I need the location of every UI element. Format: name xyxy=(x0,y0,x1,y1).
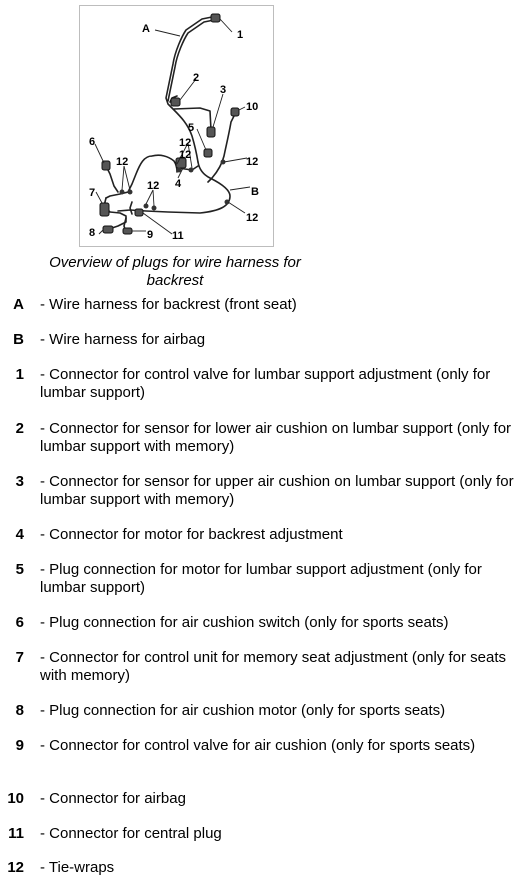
leader-3 xyxy=(212,93,224,128)
legend-key: A xyxy=(13,296,24,313)
tie-wrap xyxy=(188,167,194,173)
connector-9 xyxy=(122,227,133,235)
callout-label: 12 xyxy=(179,149,191,161)
legend-key: 11 xyxy=(8,825,24,842)
legend-key: B xyxy=(13,331,24,348)
legend-key: 7 xyxy=(15,649,24,666)
callout-label: 12 xyxy=(147,180,159,192)
leader-8 xyxy=(98,229,104,235)
legend-text: - Connector for sensor for lower air cus… xyxy=(40,420,512,455)
branch-10 xyxy=(207,113,236,183)
leader-12-a xyxy=(176,142,189,165)
legend-text: - Connector for sensor for upper air cus… xyxy=(40,473,514,508)
callout-label: 12 xyxy=(116,156,128,168)
legend-text: - Plug connection for motor for lumbar s… xyxy=(40,561,482,596)
connector-3 xyxy=(206,126,216,138)
legend-text: - Connector for control valve for lumbar… xyxy=(40,366,491,401)
callout-label: 4 xyxy=(175,178,182,190)
connector-7 xyxy=(99,202,110,217)
leader-1 xyxy=(219,18,233,33)
legend-key: 4 xyxy=(15,526,24,543)
callout-label: 12 xyxy=(246,156,258,168)
leader-7 xyxy=(95,191,103,204)
harness-a-line xyxy=(165,16,213,163)
leader-11 xyxy=(142,212,173,235)
leader-12-d xyxy=(223,157,248,163)
legend-text: - Connector for motor for backrest adjus… xyxy=(40,526,343,543)
legend-key: 10 xyxy=(7,790,24,807)
legend-key: 9 xyxy=(15,737,24,754)
callout-label: 7 xyxy=(89,187,95,199)
leader-12-b xyxy=(187,142,193,169)
harness-a-line-dup xyxy=(167,19,215,102)
tie-wrap xyxy=(127,189,133,195)
tie-wrap xyxy=(119,189,125,195)
connector-1 xyxy=(210,13,221,23)
legend-text: - Plug connection for air cushion switch… xyxy=(40,614,449,631)
legend-text: - Connector for control unit for memory … xyxy=(40,649,507,684)
legend-key: 2 xyxy=(15,420,24,437)
middle-bundle xyxy=(117,161,231,214)
callout-label: 10 xyxy=(246,101,258,113)
callout-label: 2 xyxy=(193,72,199,84)
leader-2 xyxy=(179,78,197,101)
legend-text: - Connector for central plug xyxy=(40,825,222,842)
legend-key: 12 xyxy=(7,859,24,876)
legend-key: 8 xyxy=(15,702,24,719)
harness-drawing: A 1 2 3 10 5 12 12 4 6 12 12 B 7 12 8 9 … xyxy=(89,13,259,242)
legend-key: 5 xyxy=(15,561,24,578)
callout-label: 9 xyxy=(147,229,153,241)
legend-text: - Tie-wraps xyxy=(40,859,115,876)
leader-10 xyxy=(238,106,246,111)
leader-12-f xyxy=(227,201,246,214)
leader-4 xyxy=(177,167,184,179)
leader-12-e2 xyxy=(152,189,155,207)
callout-label: 8 xyxy=(89,227,95,239)
legend-key: 6 xyxy=(15,614,24,631)
tie-wrap xyxy=(224,199,230,205)
wire-harness-diagram: A 1 2 3 10 5 12 12 4 6 12 12 B 7 12 8 9 … xyxy=(79,5,274,247)
connector-10 xyxy=(230,107,240,117)
leader-6 xyxy=(94,143,105,164)
connector-2 xyxy=(170,97,181,107)
legend-text: - Wire harness for airbag xyxy=(40,331,206,348)
leader-12-e xyxy=(145,189,154,205)
callout-label: B xyxy=(251,186,259,198)
figure-caption: Overview of plugs for wire harness for b… xyxy=(49,254,301,289)
legend-text: - Connector for control valve for air cu… xyxy=(40,737,476,754)
connector-6 xyxy=(101,160,111,171)
callout-label: 11 xyxy=(172,230,184,242)
legend-key: 1 xyxy=(15,366,24,383)
legend-text: - Plug connection for air cushion motor … xyxy=(40,702,446,719)
connector-5 xyxy=(203,148,213,158)
connector-8 xyxy=(102,225,114,234)
tie-wrap xyxy=(143,203,149,209)
legend-key: 3 xyxy=(15,473,24,490)
legend-text: - Wire harness for backrest (front seat) xyxy=(40,296,297,313)
legend-text: - Connector for airbag xyxy=(40,790,186,807)
tie-wrap xyxy=(220,159,226,165)
callout-label: 5 xyxy=(188,122,194,134)
leader-12-c xyxy=(121,165,125,191)
callout-label: 1 xyxy=(237,29,243,41)
callout-label: 12 xyxy=(179,137,191,149)
leader-a xyxy=(154,29,181,37)
branch-3 xyxy=(173,107,212,131)
leader-5 xyxy=(196,128,207,151)
tie-wrap xyxy=(151,205,157,211)
lower-left-3 xyxy=(129,201,133,215)
leader-12-c2 xyxy=(123,165,131,191)
callout-label: 6 xyxy=(89,136,95,148)
leader-b xyxy=(229,186,251,191)
connector-11 xyxy=(134,208,144,217)
tie-wrap xyxy=(176,167,182,173)
callout-label: A xyxy=(142,23,150,35)
callout-label: 12 xyxy=(246,212,258,224)
callout-label: 3 xyxy=(220,84,226,96)
